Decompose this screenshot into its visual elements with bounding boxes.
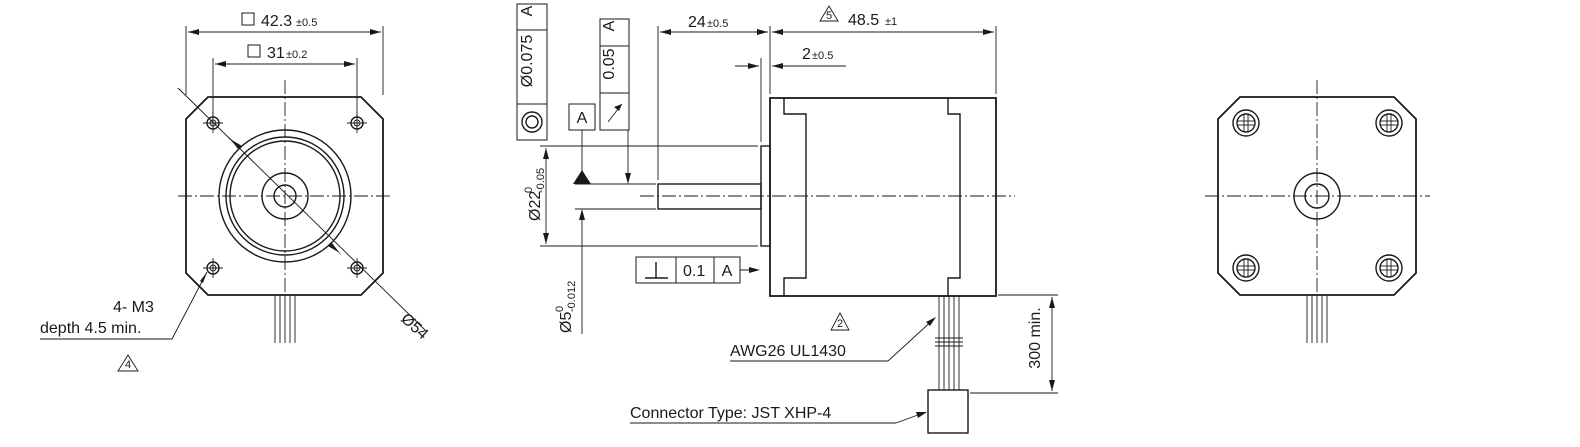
outer-size-tol: ±0.5 (296, 17, 317, 29)
body-length-dim: 48.5 (848, 12, 879, 29)
mounting-hole (203, 258, 223, 278)
screw-icon (1232, 109, 1260, 137)
concentricity-value: Ø0.075 (519, 35, 536, 88)
rear-outline (1217, 96, 1417, 296)
shaft-length-dim: 24 (688, 14, 706, 31)
screw-icon (1375, 109, 1403, 137)
concentricity-ref: A (519, 5, 536, 16)
note-tag-4: 4 (125, 359, 131, 371)
front-leads (274, 295, 296, 343)
perpendicularity-value: 0.1 (683, 263, 705, 280)
shaft (657, 183, 762, 210)
datum-triangle (573, 170, 591, 184)
shaft-tol-upper: 0 (554, 306, 566, 312)
pilot-diameter-dim: Ø22 (527, 191, 544, 221)
pilot-tol-lower: -0.05 (535, 168, 547, 193)
holes-note-line2: depth 4.5 min. (40, 320, 141, 337)
front-view: 42.3 ±0.5 31 ±0.2 Ø54 4- M3 depth 4.5 mi… (40, 12, 431, 372)
runout-ref: A (601, 20, 618, 31)
mounting-hole (347, 258, 367, 278)
flange-height-tol: ±0.5 (812, 50, 833, 62)
screw-icon (1375, 254, 1403, 282)
rear-leads (1306, 295, 1328, 343)
boss-diameter-label: Ø54 (397, 310, 431, 343)
note-tag-2: 2 (837, 318, 843, 330)
hole-spacing-dim: 31 (267, 45, 285, 62)
hole-spacing-tol: ±0.2 (286, 49, 307, 61)
pilot-tol-upper: 0 (523, 187, 535, 193)
connector (927, 389, 969, 434)
pilot-circle (261, 172, 309, 220)
body-length-tol: ±1 (885, 16, 897, 28)
wire-spec: AWG26 UL1430 (730, 343, 846, 360)
note-tag-5: 5 (826, 10, 832, 22)
runout-frame: A 0.05 (599, 18, 631, 184)
motor-body (769, 97, 997, 297)
shaft-diameter-dim: Ø5 (558, 312, 575, 333)
connector-label: Connector Type: JST XHP-4 (630, 405, 831, 422)
perpendicularity-frame: 0.1 A (635, 256, 760, 284)
datum-label: A (577, 110, 588, 127)
side-leads (935, 296, 963, 390)
shaft-tol-lower: -0.012 (566, 281, 578, 312)
screw-icon (1232, 254, 1260, 282)
lead-length-dim: 300 min. (1027, 307, 1044, 368)
shaft-length-tol: ±0.5 (707, 18, 728, 30)
concentricity-frame: A Ø0.075 (516, 3, 548, 141)
rear-view (1205, 80, 1430, 343)
holes-note-line1: 4- M3 (113, 299, 154, 316)
flange-height-dim: 2 (802, 46, 811, 63)
shaft-circle (273, 184, 297, 208)
outer-size-dim: 42.3 (261, 13, 292, 30)
side-view: 24 ±0.5 5 48.5 ±1 2 ±0.5 A Ø0.075 (516, 3, 1058, 434)
perpendicularity-ref: A (722, 263, 733, 280)
runout-value: 0.05 (601, 48, 618, 79)
boss-outer-circle (218, 129, 352, 263)
front-outline (185, 96, 384, 296)
